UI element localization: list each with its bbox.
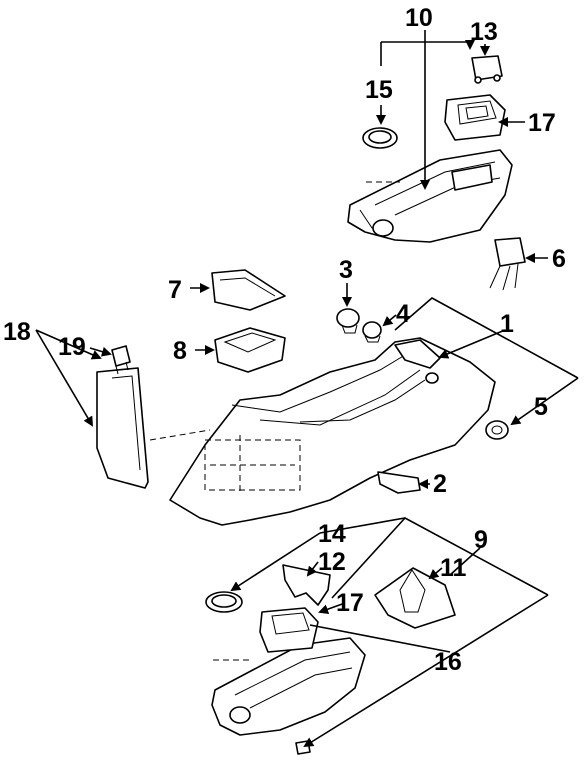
- callout-19: 19: [58, 333, 86, 361]
- callout-5: 5: [534, 393, 548, 421]
- upper-console-assembly: [347, 149, 513, 243]
- callout-3: 3: [339, 256, 353, 284]
- callout-18: 18: [3, 318, 31, 346]
- callout-14: 14: [318, 520, 346, 548]
- lid-7: [211, 269, 286, 311]
- callout-labels: 1 2 3 4 5 6 7 8 9 10 11 12 13 14 15 16 1…: [3, 4, 566, 676]
- socket-4: [362, 321, 382, 343]
- callout-10: 10: [405, 4, 433, 32]
- end-cap-18: [96, 367, 149, 489]
- bracket-12: [282, 564, 331, 606]
- callout-15: 15: [365, 76, 393, 104]
- leader-lines: [35, 30, 579, 748]
- boot-11: [374, 567, 456, 629]
- lamp-3: [336, 308, 360, 334]
- bracket-2: [377, 471, 421, 494]
- callout-17-upper: 17: [528, 109, 556, 137]
- callout-2: 2: [433, 470, 447, 498]
- tray-8: [214, 327, 286, 373]
- callout-4: 4: [396, 300, 410, 328]
- switch-6: [489, 237, 526, 291]
- callout-17-lower: 17: [336, 589, 364, 617]
- outlet-5: [485, 420, 509, 440]
- callout-8: 8: [173, 337, 187, 365]
- bracket-13: [471, 55, 503, 84]
- callout-13: 13: [470, 18, 498, 46]
- callout-7: 7: [168, 276, 182, 304]
- cup-holder-lower: [259, 607, 319, 653]
- callout-16: 16: [434, 648, 462, 676]
- clip-19: [111, 345, 131, 375]
- main-console: [149, 337, 496, 526]
- callout-11: 11: [440, 554, 467, 582]
- callout-12: 12: [318, 548, 346, 576]
- cup-holder-upper: [444, 94, 506, 141]
- callout-6: 6: [552, 245, 566, 273]
- callout-1: 1: [500, 310, 514, 338]
- ring-15: [362, 127, 398, 149]
- ring-14: [205, 591, 243, 613]
- lower-console-assembly: [211, 637, 366, 755]
- callout-9: 9: [474, 526, 488, 554]
